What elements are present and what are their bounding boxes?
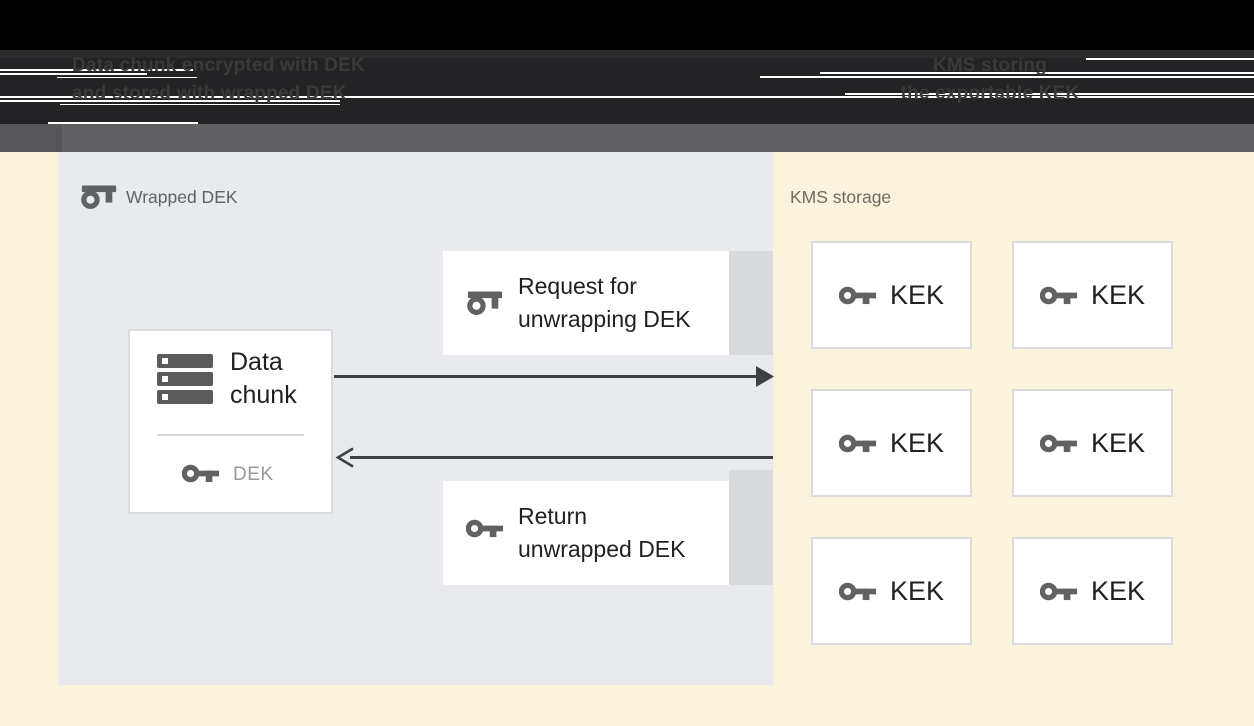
kek-box: KEK [811, 389, 972, 497]
kek-box: KEK [1012, 537, 1173, 645]
request-label: Request for unwrapping DEK [518, 270, 691, 336]
glitch-line [60, 104, 340, 105]
caption-right-line2: the exportable KEK [900, 83, 1080, 104]
caption-right-line1: KMS storing [932, 55, 1048, 76]
kms-storage-title: KMS storage [790, 187, 892, 207]
glitch-line [0, 96, 1254, 98]
request-box-strip [729, 251, 773, 355]
caption-right: KMS storing the exportable KEK [840, 52, 1140, 108]
kek-label: KEK [1090, 427, 1146, 458]
request-label-line1: Request for [518, 273, 637, 299]
wrapped-key-icon [80, 178, 118, 212]
key-icon [1039, 429, 1078, 458]
data-chunk-divider [157, 434, 304, 436]
kek-box: KEK [811, 241, 972, 349]
caption-left-line2: and stored with wrapped DEK [72, 83, 347, 104]
key-icon [838, 281, 877, 310]
kek-label: KEK [1090, 279, 1146, 310]
return-arrowhead-icon [335, 447, 354, 468]
wrapped-dek-title: Wrapped DEK [126, 187, 238, 207]
separator-bar-left [0, 124, 62, 152]
glitch-line [0, 100, 340, 102]
glitch-line [845, 93, 1254, 95]
request-key-icon [466, 284, 504, 318]
kek-label: KEK [889, 575, 945, 606]
storage-icon [157, 354, 213, 404]
return-arrow-line [350, 456, 773, 459]
key-icon [838, 429, 877, 458]
glitch-line [48, 122, 198, 124]
glitch-line [0, 69, 193, 71]
return-box-strip [729, 470, 773, 585]
dek-label: DEK [233, 464, 274, 485]
separator-bar [0, 124, 1254, 152]
glitch-line [760, 76, 1254, 78]
glitch-line [820, 72, 1254, 74]
glitch-line [1086, 58, 1254, 60]
kek-box: KEK [811, 537, 972, 645]
request-box [443, 251, 729, 355]
kek-box: KEK [1012, 389, 1173, 497]
request-label-line2: unwrapping DEK [518, 306, 691, 332]
return-label-line2: unwrapped DEK [518, 536, 686, 562]
key-icon [1039, 577, 1078, 606]
kek-label: KEK [889, 279, 945, 310]
return-key-icon [466, 514, 504, 543]
data-chunk-label-line1: Data [230, 348, 283, 376]
kek-label: KEK [1090, 575, 1146, 606]
glitch-line [0, 73, 147, 75]
request-arrowhead-icon [756, 366, 774, 387]
glitch-line [57, 77, 197, 78]
data-chunk-label: Data chunk [230, 346, 297, 412]
dek-key-icon [182, 459, 220, 488]
top-band-black [0, 0, 1254, 50]
caption-left-line1: Data chunk encrypted with DEK [72, 55, 365, 76]
request-arrow-line [334, 375, 758, 378]
top-band-dark [0, 50, 1254, 124]
top-band-stripe [0, 50, 1254, 58]
key-icon [838, 577, 877, 606]
data-chunk-label-line2: chunk [230, 381, 297, 409]
kek-label: KEK [889, 427, 945, 458]
return-label: Return unwrapped DEK [518, 500, 686, 566]
caption-left: Data chunk encrypted with DEK and stored… [72, 52, 432, 108]
return-label-line1: Return [518, 503, 588, 529]
kek-box: KEK [1012, 241, 1173, 349]
key-icon [1039, 281, 1078, 310]
